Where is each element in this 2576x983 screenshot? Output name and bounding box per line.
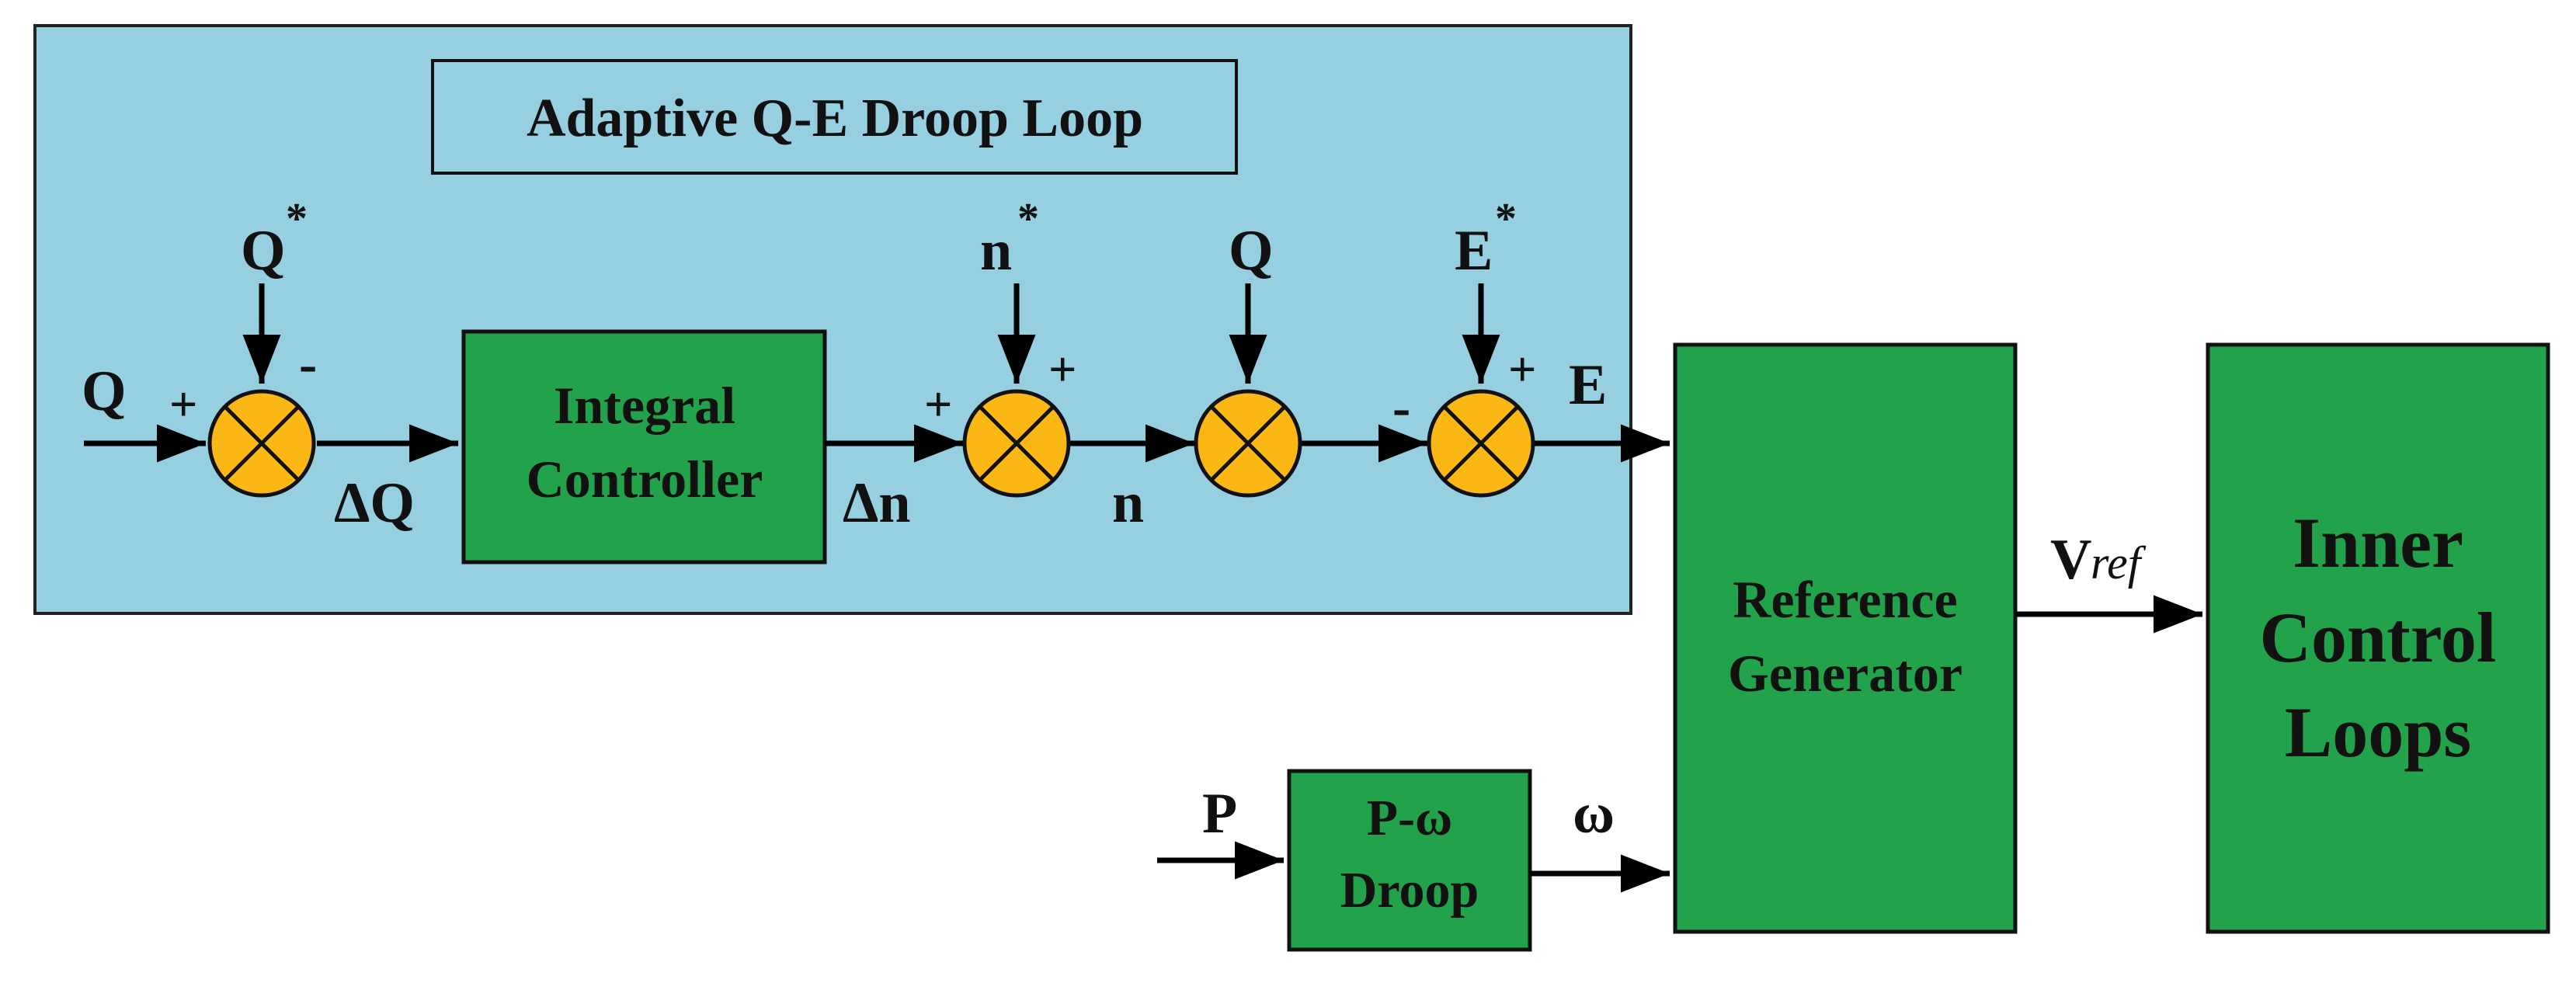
label-q-star-sup: * xyxy=(286,195,308,243)
inner-control-loops-block xyxy=(2206,342,2550,934)
summer-e xyxy=(1427,389,1535,498)
label-q-input: Q xyxy=(82,360,127,423)
label-delta-q: ΔQ xyxy=(334,471,415,535)
p-omega-droop-line1: P-ω xyxy=(1367,790,1453,846)
label-n: n xyxy=(1112,471,1144,535)
title-box xyxy=(431,59,1238,175)
inner-control-loops-line1: Inner xyxy=(2293,503,2463,582)
summer-n xyxy=(962,389,1071,498)
sign-s4-minus: - xyxy=(1392,378,1410,438)
reference-generator-line1: Reference xyxy=(1733,570,1957,629)
inner-control-loops-line2: Control xyxy=(2260,598,2497,677)
label-q-star: Q xyxy=(241,219,286,283)
inner-control-loops-line3: Loops xyxy=(2285,693,2471,772)
label-e-output: E xyxy=(1569,353,1607,417)
sign-s2-plus-top: + xyxy=(1048,342,1076,397)
sign-s1-minus: - xyxy=(299,335,317,394)
integral-controller-line2: Controller xyxy=(527,450,763,509)
p-omega-droop-line2: Droop xyxy=(1340,862,1479,919)
sign-s4-plus: + xyxy=(1508,342,1536,397)
label-n-star: n xyxy=(980,219,1012,283)
reference-generator-line2: Generator xyxy=(1728,644,1962,703)
diagram-title: Adaptive Q-E Droop Loop xyxy=(527,89,1143,148)
summer-q xyxy=(207,389,316,498)
sign-s1-plus: + xyxy=(169,377,197,432)
integral-controller-line1: Integral xyxy=(554,376,735,435)
label-vref-sub: ref xyxy=(2091,537,2147,589)
label-omega: ω xyxy=(1573,782,1615,846)
integral-controller-block xyxy=(461,329,827,564)
label-e-star: E xyxy=(1455,219,1493,283)
multiplier-q xyxy=(1194,389,1302,498)
label-e-star-sup: * xyxy=(1495,195,1517,243)
label-p: P xyxy=(1202,782,1237,846)
p-omega-droop-block xyxy=(1287,769,1532,952)
reference-generator-block xyxy=(1673,342,2018,934)
label-q-mid: Q xyxy=(1229,219,1274,283)
label-delta-n: Δn xyxy=(843,471,911,535)
label-vref: V xyxy=(2050,528,2091,592)
label-n-star-sup: * xyxy=(1017,195,1039,243)
sign-s2-plus-left: + xyxy=(924,377,952,432)
